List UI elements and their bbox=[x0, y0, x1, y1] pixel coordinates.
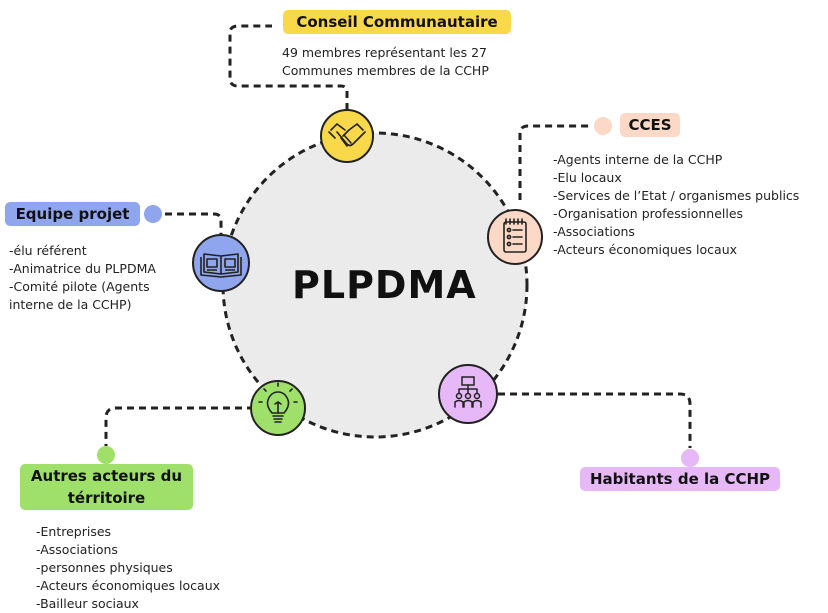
autres-label-line1: Autres acteurs du bbox=[30, 467, 183, 485]
handshake-icon bbox=[320, 109, 374, 163]
cces-description: -Agents interne de la CCHP -Elu locaux -… bbox=[553, 151, 799, 259]
central-circle bbox=[221, 131, 529, 439]
conseil-label: Conseil Communautaire bbox=[283, 10, 511, 34]
cces-line: -Elu locaux bbox=[553, 170, 622, 185]
org-chart-people-icon bbox=[438, 364, 498, 424]
autres-line: -Bailleur sociaux bbox=[36, 596, 139, 611]
equipe-line: -Comité pilote (Agents bbox=[9, 279, 150, 294]
autres-label: Autres acteurs du térritoire bbox=[20, 464, 193, 510]
dot-cces bbox=[594, 117, 612, 135]
conseil-line: Communes membres de la CCHP bbox=[282, 63, 489, 78]
book-icon bbox=[192, 234, 250, 292]
autres-description: -Entreprises -Associations -personnes ph… bbox=[36, 523, 220, 613]
center-title: PLPDMA bbox=[292, 263, 477, 307]
equipe-label: Equipe projet bbox=[5, 202, 140, 226]
dot-autres bbox=[97, 446, 115, 464]
dot-habitants bbox=[681, 449, 699, 467]
cces-line: -Services de l’Etat / organismes publics bbox=[553, 188, 800, 203]
autres-line: -Associations bbox=[36, 542, 118, 557]
connector-cces bbox=[518, 124, 590, 200]
cces-line: -Agents interne de la CCHP bbox=[553, 152, 723, 167]
cces-line: -Organisation professionnelles bbox=[553, 206, 744, 221]
habitants-label: Habitants de la CCHP bbox=[580, 467, 780, 491]
conseil-description: 49 membres représentant les 27 Communes … bbox=[282, 44, 489, 80]
connector-habitants bbox=[498, 392, 692, 448]
connector-autres bbox=[104, 406, 254, 446]
equipe-description: -élu référent -Animatrice du PLPDMA -Com… bbox=[9, 242, 156, 314]
autres-line: -Acteurs économiques locaux bbox=[36, 578, 221, 593]
autres-line: -personnes physiques bbox=[36, 560, 173, 575]
autres-label-line2: térritoire bbox=[67, 489, 146, 507]
equipe-line: -élu référent bbox=[9, 243, 87, 258]
connector-conseil bbox=[228, 24, 349, 110]
equipe-line: -Animatrice du PLPDMA bbox=[9, 261, 156, 276]
dot-equipe bbox=[144, 205, 162, 223]
lightbulb-icon bbox=[250, 380, 306, 436]
cces-label: CCES bbox=[620, 113, 680, 137]
cces-line: -Associations bbox=[553, 224, 635, 239]
cces-line: -Acteurs économiques locaux bbox=[553, 242, 738, 257]
conseil-line: 49 membres représentant les 27 bbox=[282, 45, 487, 60]
connector-equipe bbox=[165, 212, 223, 234]
equipe-line: interne de la CCHP) bbox=[9, 297, 132, 312]
checklist-icon bbox=[487, 209, 543, 265]
autres-line: -Entreprises bbox=[36, 524, 112, 539]
